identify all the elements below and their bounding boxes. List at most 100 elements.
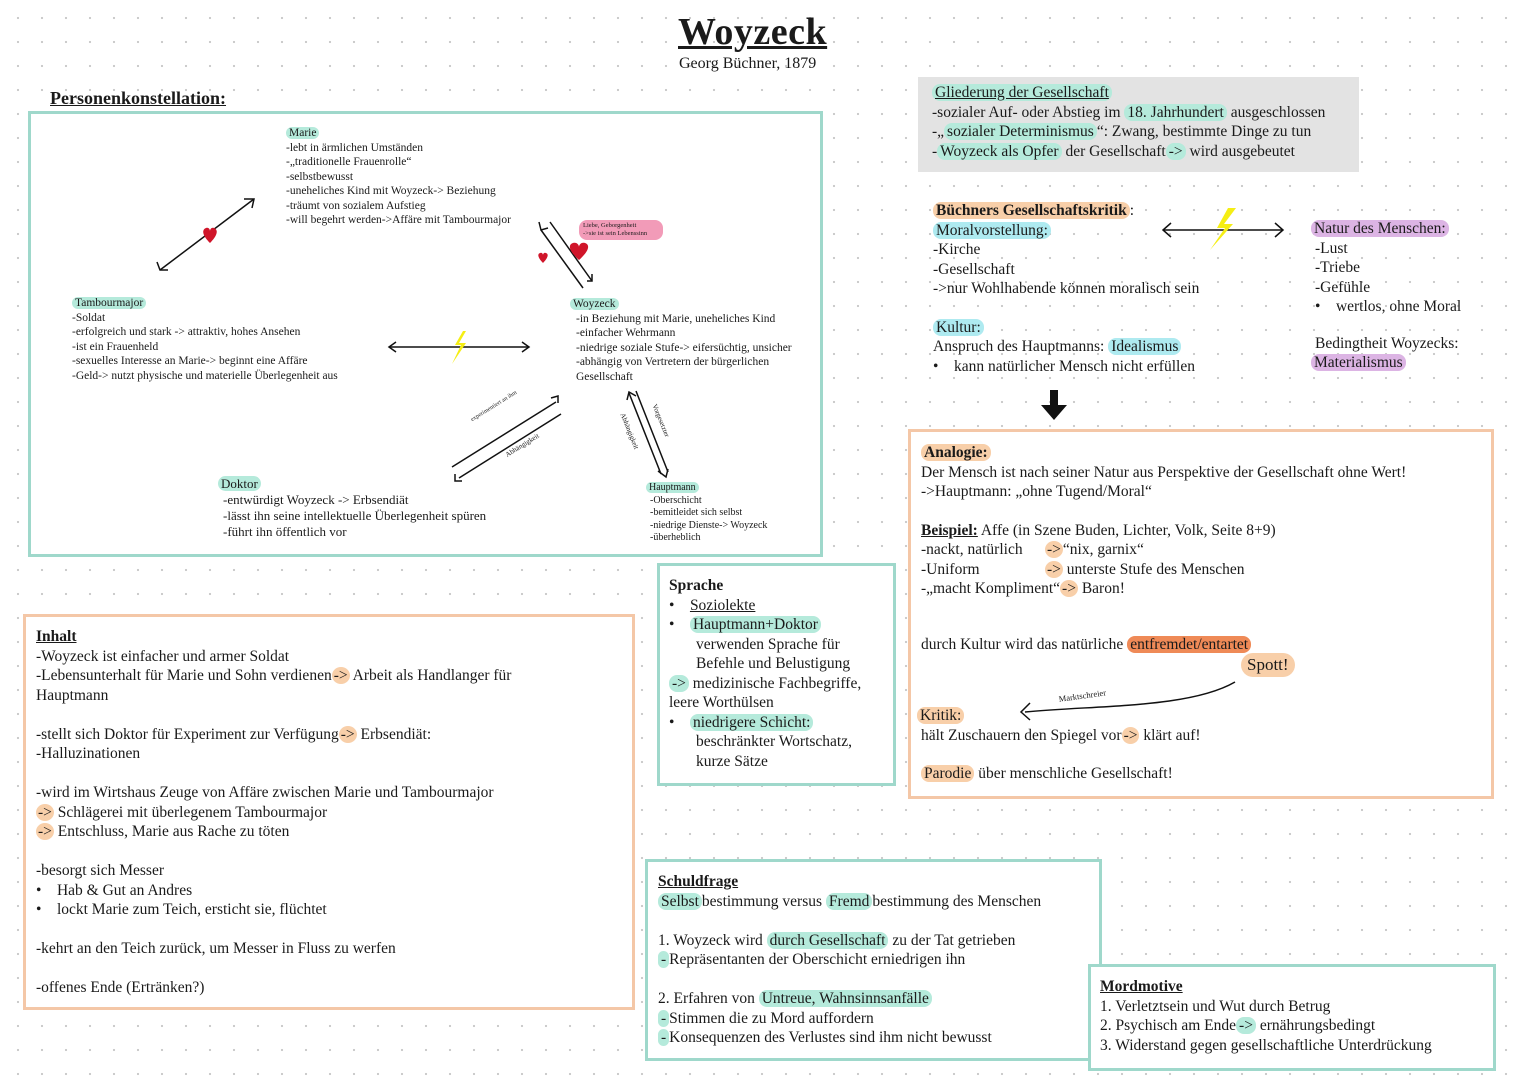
text: lockt Marie zum Teich, ersticht sie, flü… xyxy=(56,901,327,918)
text: wertlos, ohne Moral xyxy=(1335,298,1462,315)
woyzeck-block: Woyzeck -in Beziehung mit Marie, uneheli… xyxy=(570,297,792,384)
spacer xyxy=(36,705,511,725)
highlight-untreue: Untreue, Wahnsinnsanfälle xyxy=(758,990,932,1007)
doktor-line: -entwürdigt Woyzeck -> Erbsendiät xyxy=(223,492,409,507)
analogie-title: Analogie: xyxy=(921,444,991,461)
kritik-left: Büchners Gesellschaftskritik: Moralvorst… xyxy=(933,201,1199,376)
marie-name: Marie xyxy=(286,127,320,139)
sprache-line: Befehle und Belustigung xyxy=(696,655,851,672)
highlight-18-jahrhundert: 18. Jahrhundert xyxy=(1124,103,1227,121)
schuld-line: -Stimmen die zu Mord auffordern xyxy=(658,1009,1041,1029)
gliederung-line-3: -Woyzeck als Opfer der Gesellschaft-> wi… xyxy=(932,142,1359,162)
marie-line: -„traditionelle Frauenrolle“ xyxy=(286,156,412,168)
analogie-line: ->Hauptmann: „ohne Tugend/Moral“ xyxy=(921,483,1152,500)
text: unterste Stufe des Menschen xyxy=(1062,560,1245,578)
hauptmann-name: Hauptmann xyxy=(646,482,699,493)
page-title: Woyzeck xyxy=(678,11,828,53)
text: - xyxy=(932,142,938,160)
highlight-determinismus: sozialer Determinismus xyxy=(944,123,1097,140)
sprache-content: Sprache • Soziolekte • Hauptmann+Doktor … xyxy=(669,576,861,771)
tambourmajor-line: -Geld-> nutzt physische und materielle Ü… xyxy=(72,369,338,382)
text: 2. Psychisch am Ende xyxy=(1100,1017,1237,1034)
arrow-marker: -> xyxy=(669,674,689,692)
analogie-kritik-title: Kritik: xyxy=(917,707,965,724)
text: Schlägerei mit überlegenem Tambourmajor xyxy=(53,803,328,821)
parodie-highlight: Parodie xyxy=(921,765,975,782)
text: klärt auf! xyxy=(1139,726,1201,744)
inhalt-bullet: • Hab & Gut an Andres xyxy=(36,881,193,899)
marie-line: -selbstbewusst xyxy=(286,170,354,183)
text: Konsequenzen des Verlustes sind ihm nich… xyxy=(669,1029,992,1046)
highlight-gesellschaft: durch Gesellschaft xyxy=(766,931,889,949)
arrow-marker: -> xyxy=(36,823,54,840)
mord-item: 3. Widerstand gegen gesellschaftliche Un… xyxy=(1100,1036,1432,1054)
woyzeck-name: Woyzeck xyxy=(570,298,619,310)
beispiel-row: Beispiel: Affe (in Szene Buden, Lichter,… xyxy=(921,521,1406,541)
woyzeck-line: Gesellschaft xyxy=(576,370,633,383)
niedrigere-schicht-highlight: niedrigere Schicht: xyxy=(689,713,814,731)
liebe-note: Liebe, Geborgenheit ->sie ist sein Leben… xyxy=(579,220,663,240)
kultur-title-row: Kultur: xyxy=(933,318,1199,338)
entfremdet-highlight: entfremdet/entartet xyxy=(1127,635,1252,653)
text: ernährungsbedingt xyxy=(1255,1017,1376,1034)
text: “nix, garnix“ xyxy=(1062,541,1144,558)
idealismus-highlight: Idealismus xyxy=(1108,338,1182,355)
text: kann natürlicher Mensch nicht erfüllen xyxy=(953,357,1195,375)
spacer xyxy=(658,970,1041,990)
natur-block: Natur des Menschen: -Lust -Triebe -Gefüh… xyxy=(1311,219,1461,373)
mord-item: 2. Psychisch am Ende-> ernährungsbedingt xyxy=(1100,1016,1432,1036)
woyzeck-line: -in Beziehung mit Marie, uneheliches Kin… xyxy=(576,312,776,325)
sprache-line: verwenden Sprache für xyxy=(696,635,840,653)
natur-bullet: • wertlos, ohne Moral xyxy=(1315,298,1462,315)
natur-item: -Triebe xyxy=(1315,259,1361,276)
sprache-bullet: • Soziolekte xyxy=(669,596,756,614)
tambourmajor-line: -sexuelles Interesse an Marie-> beginnt … xyxy=(72,355,308,367)
kritik-text-row: hält Zuschauern den Spiegel vor-> klärt … xyxy=(917,726,1201,746)
inhalt-title: Inhalt xyxy=(36,628,77,645)
text: zu der Tat getrieben xyxy=(888,931,1016,949)
sprache-bullet: • Hauptmann+Doktor xyxy=(669,615,861,635)
text: Baron! xyxy=(1077,580,1125,597)
schuld-line: 2. Erfahren von Untreue, Wahnsinnsanfäll… xyxy=(658,989,1041,1009)
moral-title-row: Moralvorstellung: xyxy=(933,221,1199,241)
arrow-marker: -> xyxy=(1060,580,1078,597)
moral-item: -Kirche xyxy=(933,241,981,258)
schuld-line: -Konsequenzen des Verlustes sind ihm nic… xyxy=(658,1028,1041,1048)
dash-marker: - xyxy=(658,951,670,968)
kritik-title: Büchners Gesellschaftskritik xyxy=(933,202,1130,219)
kultur-bullet: • kann natürlicher Mensch nicht erfüllen xyxy=(933,357,1195,375)
mord-title: Mordmotive xyxy=(1100,978,1183,995)
text: wird ausgebeutet xyxy=(1185,142,1295,160)
spacer xyxy=(36,842,511,862)
text: ausgeschlossen xyxy=(1226,103,1326,121)
hauptmann-line: -niedrige Dienste-> Woyzeck xyxy=(650,519,768,531)
bedingt-value: Materialismus xyxy=(1311,354,1406,371)
schuld-box xyxy=(645,859,1102,1061)
schuld-line: 1. Woyzeck wird durch Gesellschaft zu de… xyxy=(658,931,1041,951)
doktor-name: Doktor xyxy=(218,476,261,491)
arrow-marker: -> xyxy=(1165,142,1186,160)
sprache-box xyxy=(657,563,896,786)
kritik-title-row: Büchners Gesellschaftskritik: xyxy=(933,201,1199,221)
text: durch Kultur wird das natürliche xyxy=(921,635,1128,653)
moral-item: ->nur Wohlhabende können moralisch sein xyxy=(933,280,1200,297)
arrow-marker: -> xyxy=(331,667,350,684)
inhalt-line: -wird im Wirtshaus Zeuge von Affäre zwis… xyxy=(36,784,494,801)
inhalt-line: -> Schlägerei mit überlegenem Tambourmaj… xyxy=(36,803,511,823)
hauptmann-block: Hauptmann -Oberschicht -bemitleidet sich… xyxy=(646,482,767,545)
liebe-note-line: ->sie ist sein Lebenssinn xyxy=(583,230,648,237)
kultur-line: Anspruch des Hauptmanns: Idealismus xyxy=(933,337,1199,357)
text: “: Zwang, bestimmte Dinge zu tun xyxy=(1096,123,1312,140)
spacer xyxy=(917,745,1201,764)
text: -sozialer Auf- oder Abstieg im xyxy=(932,103,1125,121)
text: -„ xyxy=(932,123,945,140)
text: Anspruch des Hauptmanns: xyxy=(933,338,1109,355)
text: -Uniform xyxy=(921,560,980,578)
moral-title: Moralvorstellung: xyxy=(933,221,1051,239)
analogie-content: Analogie: Der Mensch ist nach seiner Nat… xyxy=(921,443,1406,654)
spacer xyxy=(36,920,511,940)
woyzeck-line: -einfacher Wehrmann xyxy=(576,327,676,339)
